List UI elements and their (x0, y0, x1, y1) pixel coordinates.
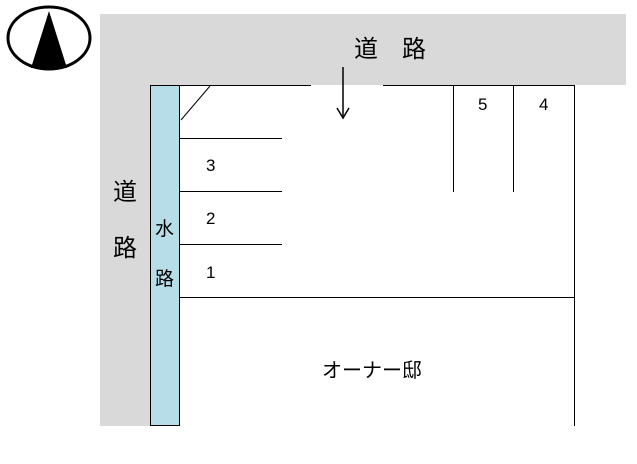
stall-line-1-top (180, 244, 282, 245)
stall-3-number: 3 (206, 156, 216, 175)
entrance-arrow-icon (336, 67, 350, 120)
lot-divider (180, 297, 575, 298)
road-left-label-2: 路 (113, 234, 137, 262)
owner-residence-label: オーナー邸 (322, 358, 422, 382)
road-top (100, 14, 626, 85)
road-left (100, 14, 150, 426)
lot-top-edge-left (180, 85, 311, 86)
road-top-label: 道 路 (354, 35, 426, 63)
stall-1-number: 1 (206, 263, 216, 282)
canal-label-1: 水 (155, 218, 175, 240)
stall-line-2-top (180, 191, 282, 192)
lot-right-edge (574, 85, 575, 426)
stall-line-3-top (180, 138, 282, 139)
stall-line-5-left (453, 85, 454, 192)
north-arrow-icon (6, 5, 92, 71)
canal-label-2: 路 (155, 268, 175, 290)
stall-line-4-left (513, 85, 514, 192)
corner-chamfer-line (180, 85, 211, 121)
stall-5-number: 5 (478, 95, 488, 114)
canal (150, 85, 180, 426)
lot-top-edge-right (383, 85, 575, 86)
stall-4-number: 4 (539, 95, 549, 114)
road-left-label-1: 道 (113, 178, 137, 206)
stall-2-number: 2 (206, 209, 216, 228)
